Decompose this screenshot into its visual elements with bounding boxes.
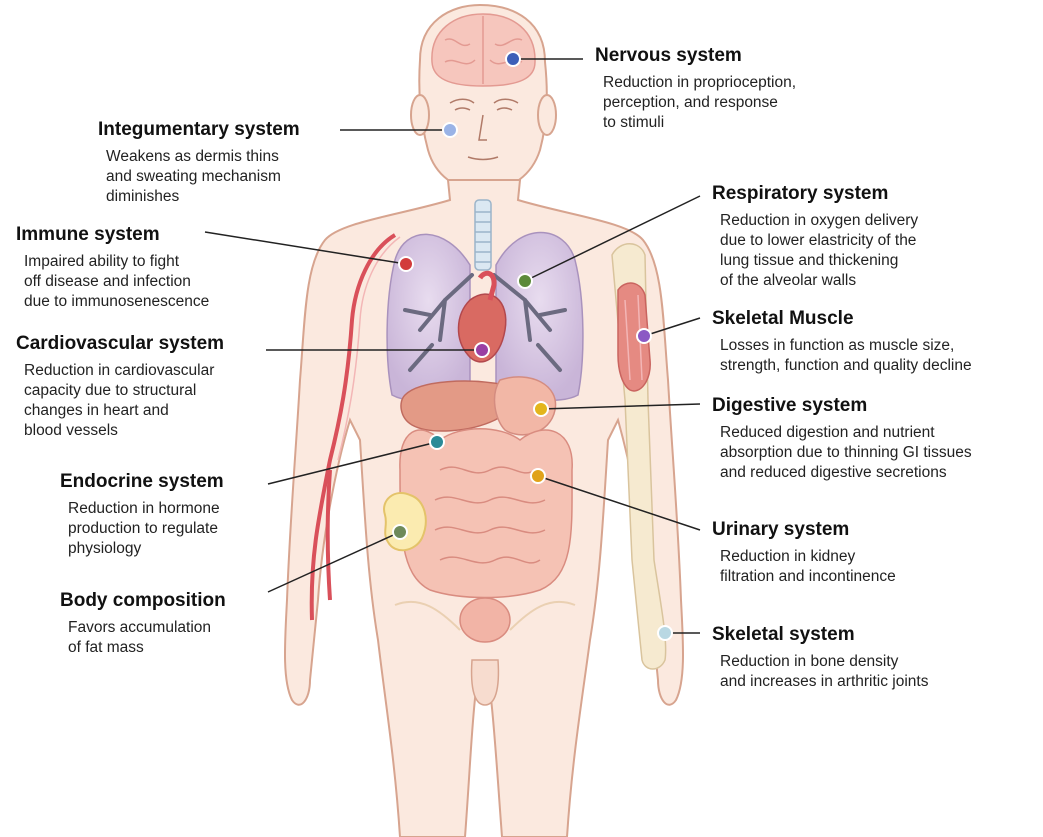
marker-respiratory: [518, 274, 532, 288]
body-composition-title: Body composition: [60, 590, 226, 612]
endocrine-system-description: Reduction in hormone production to regul…: [68, 499, 224, 559]
marker-cardiovascular: [475, 343, 489, 357]
label-skeletal-system: Skeletal system Reduction in bone densit…: [712, 624, 929, 692]
marker-integumentary: [443, 123, 457, 137]
immune-system-title: Immune system: [16, 224, 209, 246]
brain: [432, 14, 535, 86]
label-immune-system: Immune system Impaired ability to fight …: [16, 224, 209, 312]
marker-urinary: [531, 469, 545, 483]
skeletal-system-description: Reduction in bone density and increases …: [720, 652, 929, 692]
marker-immune: [399, 257, 413, 271]
label-cardiovascular-system: Cardiovascular system Reduction in cardi…: [16, 333, 224, 441]
nervous-system-title: Nervous system: [595, 45, 796, 67]
immune-system-description: Impaired ability to fight off disease an…: [24, 252, 209, 312]
marker-skeletal: [658, 626, 672, 640]
integumentary-system-description: Weakens as dermis thins and sweating mec…: [106, 147, 300, 207]
digestive-system-description: Reduced digestion and nutrient absorptio…: [720, 423, 972, 483]
urinary-system-description: Reduction in kidney filtration and incon…: [720, 547, 896, 587]
skeletal-muscle-description: Losses in function as muscle size, stren…: [720, 336, 972, 376]
bladder: [460, 598, 510, 642]
respiratory-system-title: Respiratory system: [712, 183, 918, 205]
cardiovascular-system-title: Cardiovascular system: [16, 333, 224, 355]
cardiovascular-system-description: Reduction in cardiovascular capacity due…: [24, 361, 224, 441]
label-skeletal-muscle: Skeletal Muscle Losses in function as mu…: [712, 308, 972, 376]
marker-digestive: [534, 402, 548, 416]
label-endocrine-system: Endocrine system Reduction in hormone pr…: [60, 471, 224, 559]
digestive-system-title: Digestive system: [712, 395, 972, 417]
marker-skeletal-muscle: [637, 329, 651, 343]
urinary-system-title: Urinary system: [712, 519, 896, 541]
label-respiratory-system: Respiratory system Reduction in oxygen d…: [712, 183, 918, 291]
label-digestive-system: Digestive system Reduced digestion and n…: [712, 395, 972, 483]
marker-endocrine: [430, 435, 444, 449]
integumentary-system-title: Integumentary system: [98, 119, 300, 141]
respiratory-system-description: Reduction in oxygen delivery due to lowe…: [720, 211, 918, 291]
genitals: [472, 660, 499, 705]
trachea: [475, 200, 491, 270]
label-urinary-system: Urinary system Reduction in kidney filtr…: [712, 519, 896, 587]
marker-nervous: [506, 52, 520, 66]
label-body-composition: Body composition Favors accumulation of …: [60, 590, 226, 658]
nervous-system-description: Reduction in proprioception, perception,…: [603, 73, 796, 133]
fat-deposit: [384, 493, 426, 550]
marker-body-composition: [393, 525, 407, 539]
label-integumentary-system: Integumentary system Weakens as dermis t…: [98, 119, 300, 207]
skeletal-muscle-title: Skeletal Muscle: [712, 308, 972, 330]
endocrine-system-title: Endocrine system: [60, 471, 224, 493]
body-composition-description: Favors accumulation of fat mass: [68, 618, 226, 658]
skeletal-system-title: Skeletal system: [712, 624, 929, 646]
label-nervous-system: Nervous system Reduction in propriocepti…: [595, 45, 796, 133]
